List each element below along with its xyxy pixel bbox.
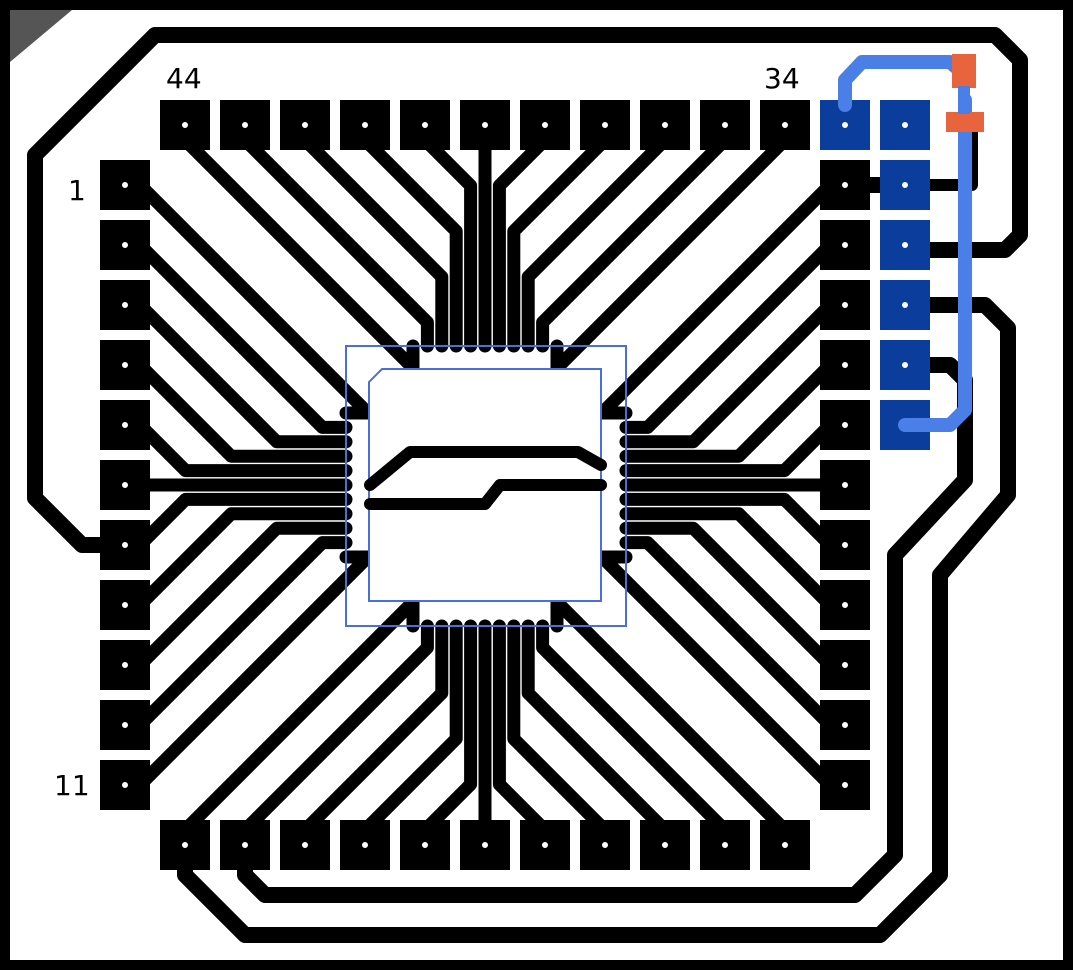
trace-top-layer-vertical (898, 93, 972, 432)
drill-hole-dot-icon (661, 121, 669, 129)
drill-hole-dot-icon (721, 841, 729, 849)
corner-marker-triangle-icon (10, 10, 72, 62)
drill-hole-dot-icon (181, 841, 189, 849)
drill-hole-dot-icon (121, 241, 129, 249)
drill-hole-dot-icon (541, 841, 549, 849)
pin-label-44: 44 (166, 62, 202, 95)
drill-hole-dot-icon (901, 241, 909, 249)
pin-label-11: 11 (54, 769, 90, 802)
drill-hole-dot-icon (781, 121, 789, 129)
trace-chip-upper (364, 446, 607, 491)
drill-hole-dot-icon (241, 121, 249, 129)
pad-array (100, 100, 930, 870)
drill-hole-dot-icon (121, 421, 129, 429)
chip-outline (345, 345, 627, 627)
drill-hole-dot-icon (301, 841, 309, 849)
drill-hole-dot-icon (421, 841, 429, 849)
outer-routing-traces (27, 27, 1028, 943)
drill-hole-dot-icon (361, 841, 369, 849)
trace-outer-ring (27, 27, 1028, 553)
drill-hole-dot-icon (841, 721, 849, 729)
chip-inner-traces (364, 446, 607, 510)
top-copper-layer (838, 54, 984, 432)
drill-hole-dot-icon (121, 301, 129, 309)
drill-hole-dot-icon (901, 121, 909, 129)
drill-hole-dot-icon (901, 301, 909, 309)
drill-hole-dot-icon (481, 121, 489, 129)
drill-hole-dot-icon (181, 121, 189, 129)
drill-hole-dot-icon (841, 181, 849, 189)
drill-hole-dot-icon (841, 121, 849, 129)
smd-part-top (952, 54, 976, 88)
drill-hole-dot-icon (841, 481, 849, 489)
trace-chip-lower (364, 479, 607, 510)
drill-hole-dot-icon (721, 121, 729, 129)
drill-hole-dot-icon (481, 841, 489, 849)
drill-hole-dot-icon (781, 841, 789, 849)
drill-hole-dot-icon (121, 541, 129, 549)
drill-hole-dot-icon (841, 601, 849, 609)
drill-hole-dot-icon (901, 181, 909, 189)
drill-hole-dot-icon (841, 241, 849, 249)
drill-hole-dot-icon (241, 841, 249, 849)
drill-hole-dot-icon (121, 721, 129, 729)
drill-hole-dot-icon (841, 781, 849, 789)
drill-hole-dot-icon (121, 661, 129, 669)
smd-part-link (958, 86, 970, 114)
drill-hole-dot-icon (421, 121, 429, 129)
drill-hole-dot-icon (901, 361, 909, 369)
drill-hole-dot-icon (601, 841, 609, 849)
drill-hole-dot-icon (841, 541, 849, 549)
drill-hole-dot-icon (601, 121, 609, 129)
drill-hole-dot-icon (121, 481, 129, 489)
drill-hole-dot-icon (121, 181, 129, 189)
chip-body (368, 368, 602, 602)
drill-hole-dot-icon (841, 301, 849, 309)
drill-hole-dot-icon (841, 661, 849, 669)
drill-hole-dot-icon (301, 121, 309, 129)
pin-label-1: 1 (68, 174, 86, 207)
drill-hole-dot-icon (541, 121, 549, 129)
drill-hole-dot-icon (121, 361, 129, 369)
smd-part-bottom (946, 112, 984, 132)
drill-hole-dot-icon (661, 841, 669, 849)
drill-hole-dot-icon (841, 361, 849, 369)
drill-hole-dot-icon (841, 421, 849, 429)
pin-label-34: 34 (764, 62, 800, 95)
drill-hole-dot-icon (121, 781, 129, 789)
drill-hole-dot-icon (361, 121, 369, 129)
trace-outer-inner (237, 357, 973, 903)
drill-hole-dot-icon (121, 601, 129, 609)
trace-outer-bottom (177, 297, 1016, 943)
